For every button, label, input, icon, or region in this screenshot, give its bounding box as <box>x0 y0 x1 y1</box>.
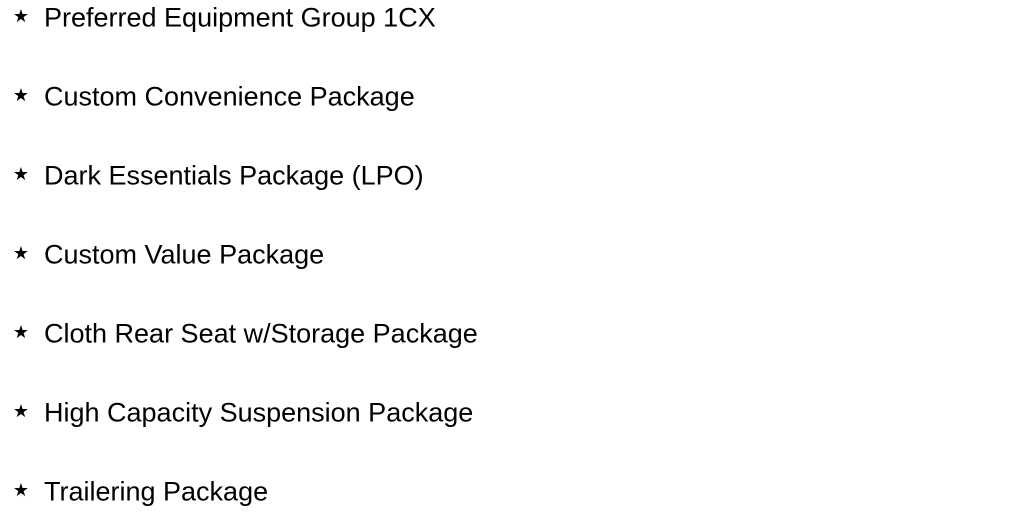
star-icon: ★ <box>12 401 30 422</box>
feature-label: Preferred Equipment Group 1CX <box>44 2 436 33</box>
star-icon: ★ <box>12 85 30 106</box>
feature-label: Trailering Package <box>44 476 269 507</box>
star-icon: ★ <box>12 164 30 185</box>
star-icon: ★ <box>12 6 30 27</box>
star-icon: ★ <box>12 480 30 501</box>
feature-label: Custom Convenience Package <box>44 81 415 112</box>
feature-label: Cloth Rear Seat w/Storage Package <box>44 318 478 349</box>
star-icon: ★ <box>12 243 30 264</box>
feature-label: Custom Value Package <box>44 239 325 270</box>
feature-label: Dark Essentials Package (LPO) <box>44 160 424 191</box>
feature-label: High Capacity Suspension Package <box>44 397 474 428</box>
star-icon: ★ <box>12 322 30 343</box>
